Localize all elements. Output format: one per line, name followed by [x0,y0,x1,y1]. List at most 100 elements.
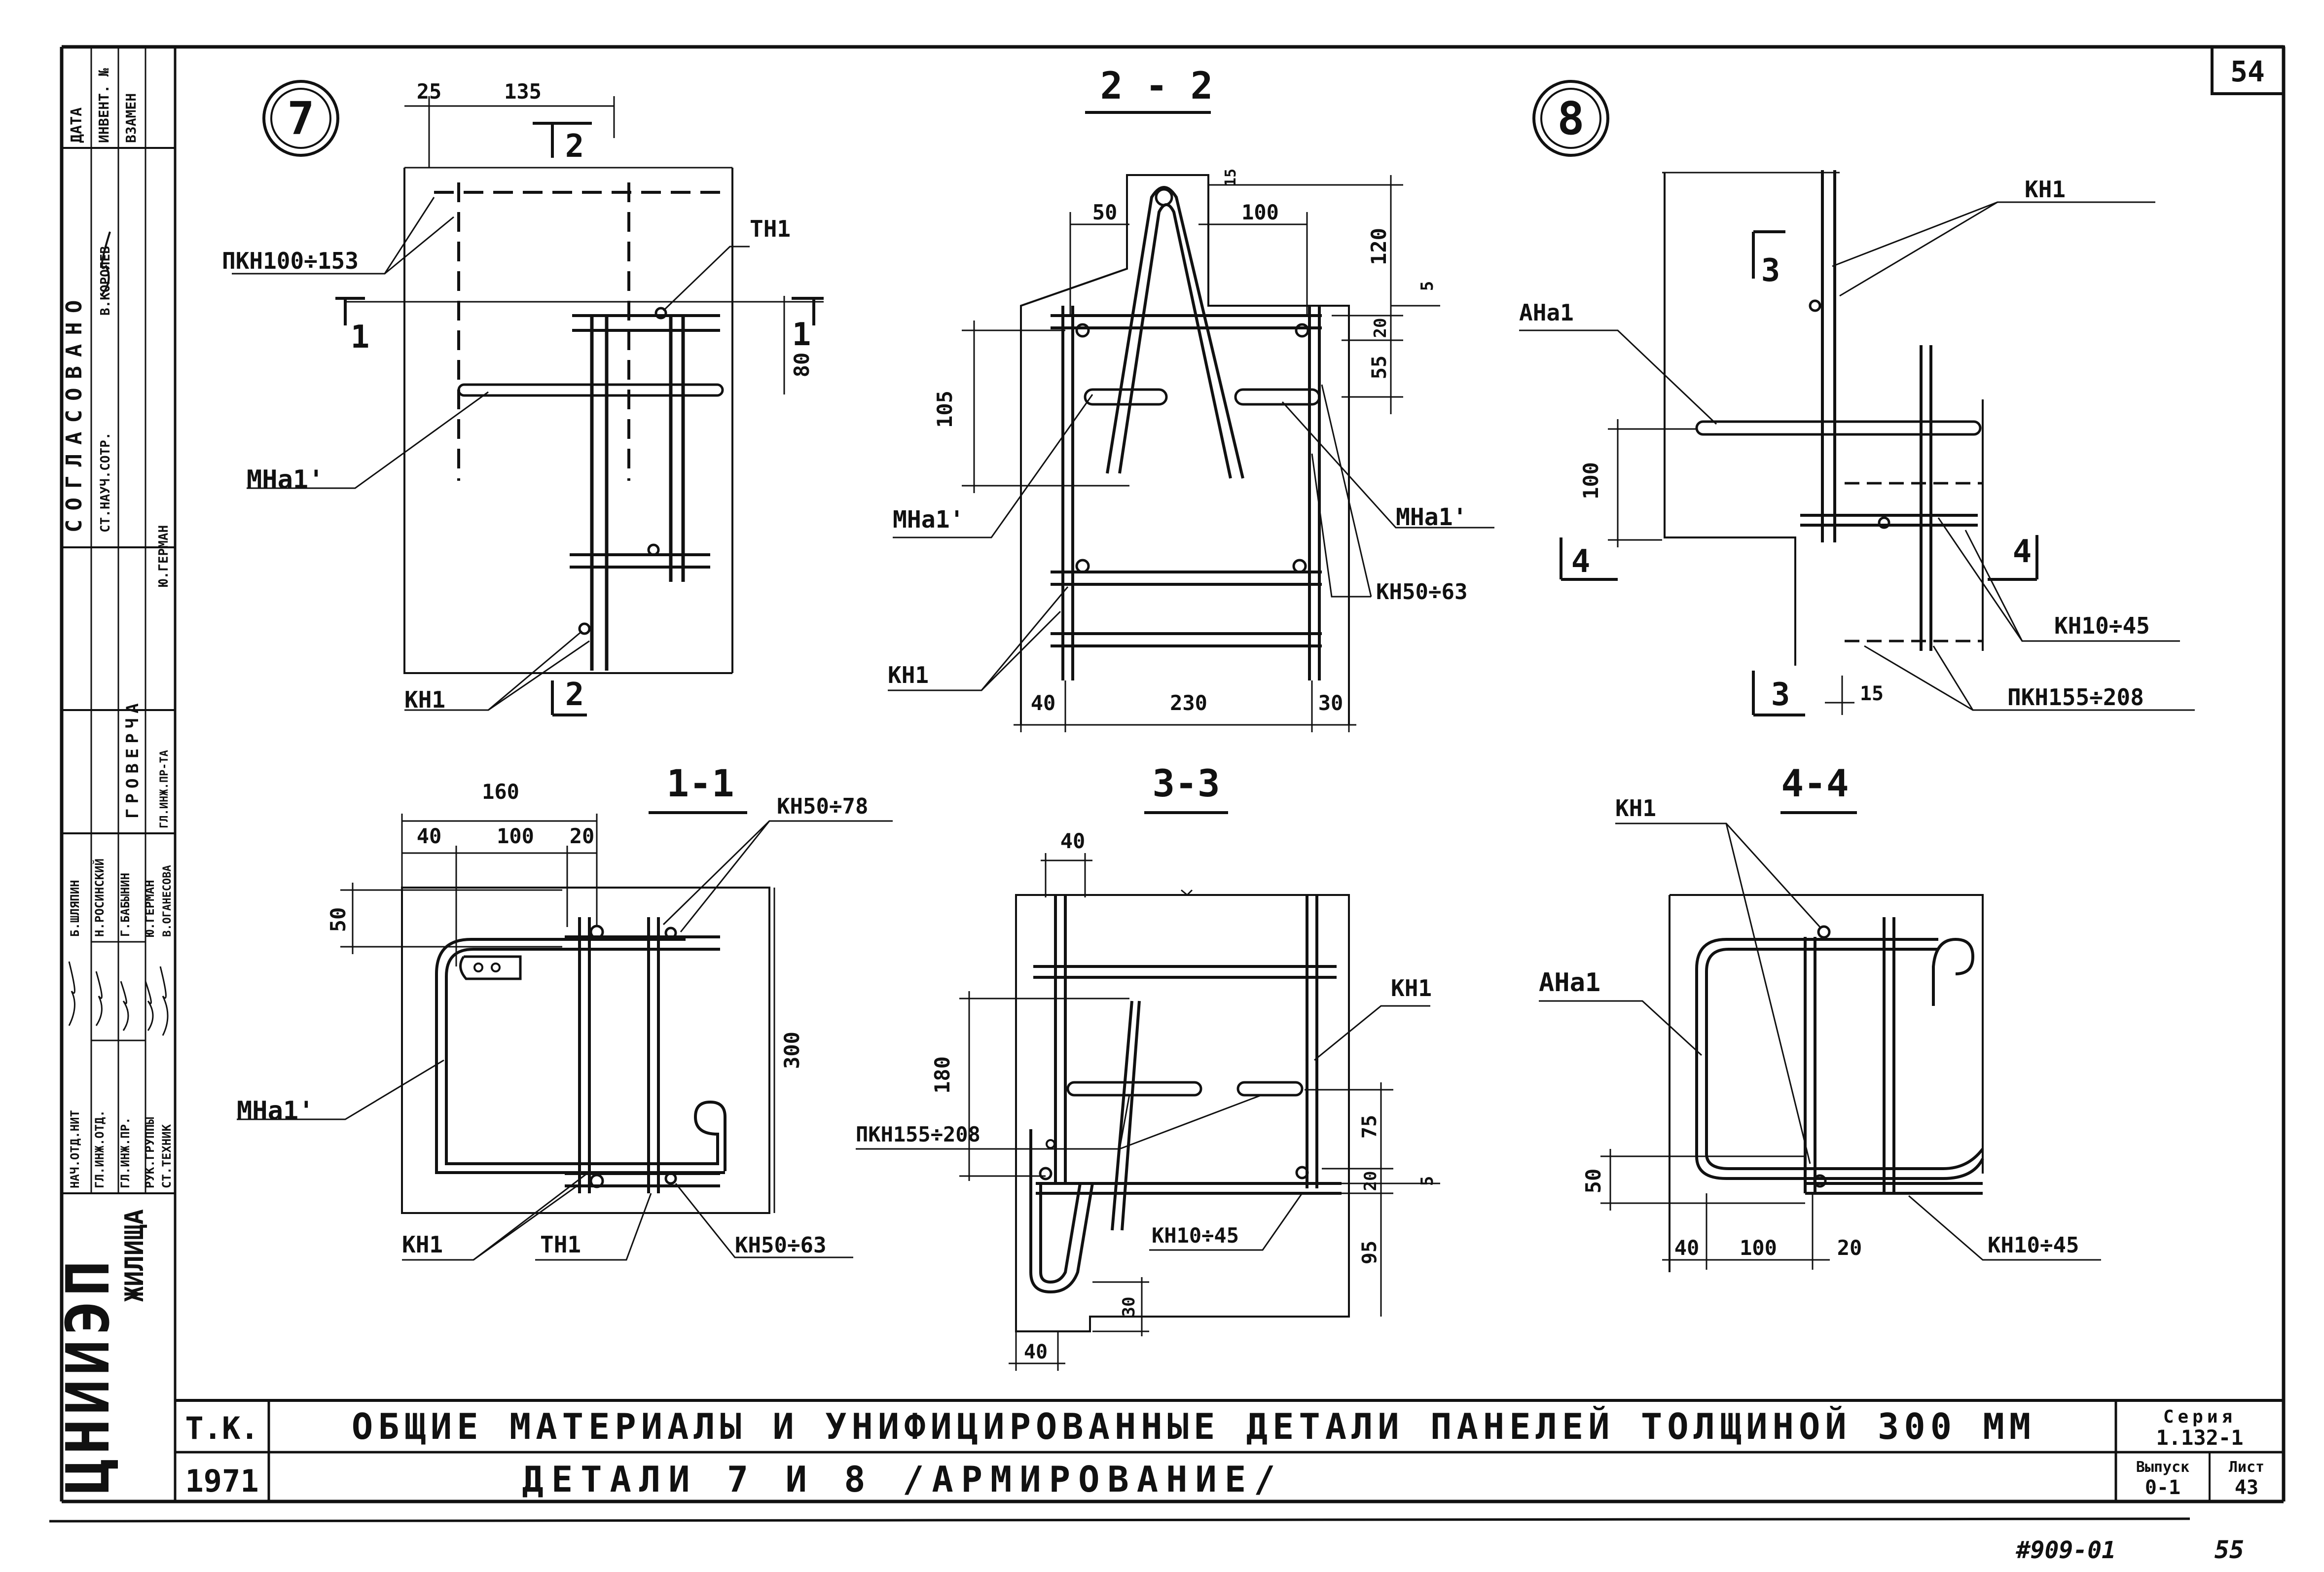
section-mark: 4 [2013,534,2032,570]
stamp-checked-name: Ю.ГЕРМАН [156,525,171,587]
dim-label: 75 [1358,1115,1381,1139]
callout-label: МНа1' [237,1096,314,1126]
dim-label: 50 [1092,200,1118,224]
section-mark: 3 [1761,252,1780,289]
title-line-2: ДЕТАЛИ 7 И 8 /АРМИРОВАНИЕ/ [522,1459,1283,1500]
detail-7: 7 25 135 2 1 1 [222,79,824,716]
stamp-name: Г.БАБЫНИН [118,873,132,937]
dim-label: 30 [1119,1297,1139,1317]
detail-7-mark: 7 [287,92,314,145]
dim-label: 95 [1358,1241,1381,1264]
dim-label: 15 [1860,682,1884,705]
dim-label: 30 [1318,691,1344,715]
stamp-col-inventory: ИНВЕНТ. № [96,68,112,143]
series-label: Серия [2163,1407,2236,1427]
stamp-signatures [68,961,169,1036]
dim-label: 5 [1417,1176,1437,1186]
callout-label: ПКН155÷208 [2007,684,2144,711]
stamp-approved-header: СОГЛАСОВАНО [62,291,87,533]
dim-label: 230 [1170,691,1207,715]
section-4-4: 4-4 50 40 100 20 КН1 АНа1 КН10÷4 [1539,761,2101,1272]
detail-8-mark: 8 [1557,92,1584,145]
section-1-1: 1-1 160 40 100 20 [237,761,893,1261]
section-mark: 4 [1571,543,1591,580]
callout-label: КН1 [1615,795,1656,822]
dim-label: 40 [1674,1236,1700,1260]
dim-label: 20 [1361,1171,1380,1191]
title-code: Т.К. [185,1410,258,1446]
section-mark: 2 [565,677,584,713]
issue-label: Выпуск [2136,1459,2189,1476]
dim-label: 100 [1740,1236,1777,1260]
callout-label: КН1 [1391,975,1432,1001]
sheet-frame [49,45,2286,1523]
section-3-3-title: 3-3 [1152,761,1220,805]
dim-label: 100 [497,824,534,848]
dim-label: 80 [790,353,814,378]
stamp-role: ГЛ.ИНЖ.ПР. [118,1117,132,1189]
stamp-names: Б.ШЛЯПИН Н.РОСИНСКИЙ Г.БАБЫНИН Ю.ГЕРМАН … [68,858,174,937]
section-mark: 3 [1771,677,1790,713]
section-4-4-title: 4-4 [1781,761,1849,805]
dim-label: 20 [1371,318,1390,338]
side-stamp: ДАТА ИНВЕНТ. № ВЗАМЕН СОГЛАСОВАНО СТ.НАУ… [54,47,175,1494]
section-mark: 2 [565,128,584,165]
detail-8: 8 3 4 4 3 100 15 [1519,80,2195,716]
callout-label: КН1 [402,1231,443,1258]
dim-label: 50 [326,907,350,932]
dim-label: 180 [930,1056,954,1094]
title-year: 1971 [185,1463,258,1499]
section-2-2-title: 2 - 2 [1100,64,1213,107]
dim-label: 300 [780,1032,804,1069]
stamp-col-date: ДАТА [68,107,85,143]
org-sub: ЖИЛИЩА [120,1209,149,1302]
stamp-name: Ю.ГЕРМАН [143,880,157,937]
callout-label: МНа1' [893,506,964,534]
stamp-role: ГЛ.ИНЖ.ОТД. [93,1110,107,1188]
stamp-checked-label: ГРОВЕРЧА [123,698,143,819]
callout-label: МНа1' [247,465,324,495]
dim-label: 40 [417,824,442,848]
approval-signature [100,231,111,297]
callout-label: КН50÷63 [735,1233,826,1258]
stamp-role: РУК.ГРУППЫ [143,1117,157,1189]
stamp-name: Б.ШЛЯПИН [68,880,82,937]
dim-label: 15 [1222,169,1239,186]
stamp-role: СТ.ТЕХНИК [160,1124,174,1188]
dim-label: 20 [1837,1236,1862,1260]
callout-label: КН1 [888,662,929,688]
section-1-1-title: 1-1 [666,761,734,805]
callout-label: АНа1 [1539,968,1600,998]
stamp-approval-name: В.КОРОЛЕВ [98,246,113,316]
section-mark: 1 [792,317,811,353]
dim-label: 5 [1417,281,1437,291]
dim-label: 100 [1579,462,1603,500]
stamp-approval-role: СТ.НАУЧ.СОТР. [98,432,113,533]
callout-label: КН1 [2025,176,2066,203]
sheet-label: Лист [2229,1459,2264,1476]
callout-label: ПКН155÷208 [856,1122,980,1146]
callout-label: КН10÷45 [1988,1233,2079,1258]
dim-label: 105 [933,391,957,428]
org-logo: ЦНИИЭП [54,1257,123,1494]
stamp-col-replaces: ВЗАМЕН [123,93,139,143]
issue-value: 0-1 [2145,1476,2180,1499]
series-value: 1.132-1 [2156,1426,2243,1450]
page-number: 55 [2215,1536,2244,1564]
sheet-number-box: 54 [2211,45,2285,95]
callout-label: КН50÷63 [1376,579,1467,605]
sheet-value: 43 [2235,1476,2258,1499]
dim-label: 40 [1060,829,1086,853]
callout-label: МНа1' [1396,503,1467,531]
section-2-2: 2 - 2 15 50 100 [888,64,1494,732]
dim-label: 120 [1367,228,1391,265]
callout-label: КН1 [404,686,445,713]
callout-label: КН50÷78 [777,794,868,819]
dim-label: 40 [1031,691,1056,715]
callout-label: КН10÷45 [2054,612,2150,639]
stamp-roles: НАЧ.ОТД.НИТ ГЛ.ИНЖ.ОТД. ГЛ.ИНЖ.ПР. РУК.Г… [68,1110,174,1188]
dim-label: 20 [570,824,595,848]
title-line-1: ОБЩИЕ МАТЕРИАЛЫ И УНИФИЦИРОВАННЫЕ ДЕТАЛИ… [352,1406,2035,1447]
dim-label: 55 [1368,356,1391,379]
